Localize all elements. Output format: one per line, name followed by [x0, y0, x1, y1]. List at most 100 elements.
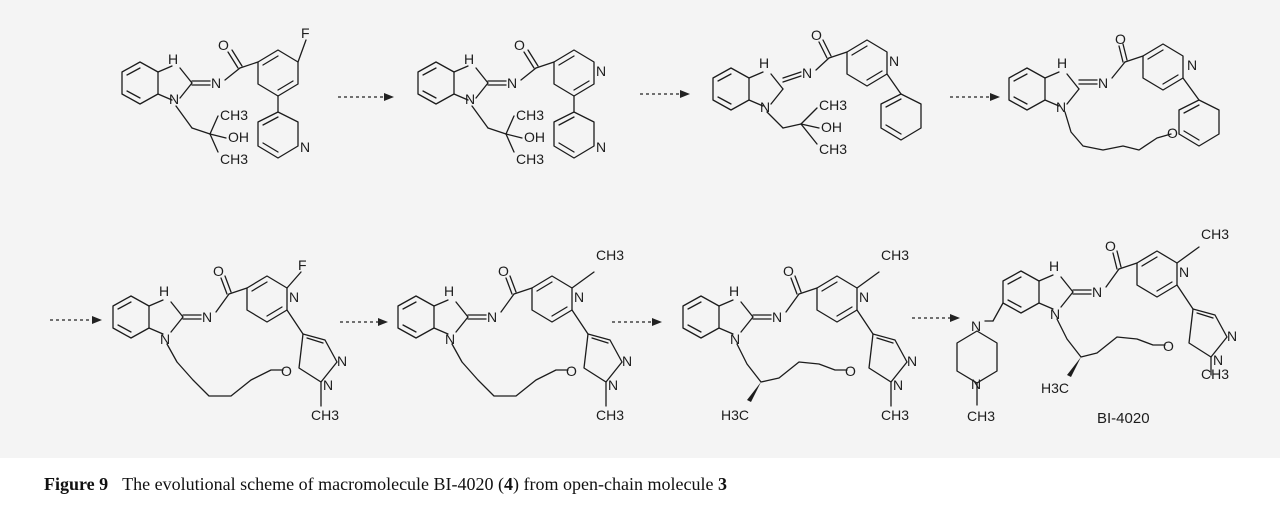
compound-4: H N N O N O — [1008, 31, 1220, 151]
atom-h: H — [464, 51, 474, 67]
atom-n: N — [1050, 306, 1060, 322]
atom-ch3-top: CH3 — [220, 107, 248, 123]
atom-n: N — [1056, 99, 1066, 115]
atom-o: O — [1115, 31, 1126, 47]
caption-compound-3: 3 — [717, 474, 727, 494]
atom-n: N — [760, 99, 770, 115]
atom-oh: OH — [821, 119, 842, 135]
atom-f: F — [298, 257, 307, 273]
atom-h: H — [1049, 258, 1059, 274]
arrow-2 — [640, 90, 690, 98]
atom-n-amide: N — [1098, 75, 1108, 91]
caption-compound-4: 4 — [504, 474, 514, 494]
figure-label: Figure 9 — [44, 474, 109, 494]
atom-n-ring: N — [289, 289, 299, 305]
atom-h: H — [759, 55, 769, 71]
atom-h: H — [1057, 55, 1067, 71]
scheme-background — [0, 0, 1280, 458]
compound-1: H N N O F CH3 OH CH3 N — [121, 25, 310, 167]
atom-ch3-pyridine: CH3 — [1201, 226, 1229, 242]
atom-n-amide: N — [202, 309, 212, 325]
figure-caption: Figure 9 The evolutional scheme of macrom… — [44, 474, 727, 495]
atom-o: O — [514, 37, 525, 53]
atom-n: N — [160, 331, 170, 347]
atom-h: H — [159, 283, 169, 299]
atom-ch3-n: CH3 — [1201, 366, 1229, 382]
atom-n-amide: N — [802, 65, 812, 81]
compound-2: H N N O N CH3 OH CH3 N — [417, 37, 606, 167]
atom-n-amide: N — [1092, 284, 1102, 300]
atom-o: O — [498, 263, 509, 279]
atom-oh: OH — [524, 129, 545, 145]
atom-o-ether: O — [845, 363, 856, 379]
atom-o: O — [218, 37, 229, 53]
atom-ch3-n: CH3 — [881, 407, 909, 423]
compound-5: H N N O F N O N N CH3 — [112, 257, 347, 423]
atom-f: F — [301, 25, 310, 41]
atom-h: H — [168, 51, 178, 67]
atom-n-piperazine-2: N — [971, 376, 981, 392]
compound-7: H N N O CH3 N O N N CH3 H3C — [682, 247, 917, 423]
atom-o: O — [783, 263, 794, 279]
atom-h: H — [729, 283, 739, 299]
atom-n-pyrazole-1: N — [337, 353, 347, 369]
compound-8-bi-4020: H N N O CH3 N O N N CH3 H3C N N CH3 BI-4… — [956, 226, 1237, 427]
atom-ch3-pyridine: CH3 — [881, 247, 909, 263]
atom-n-amide: N — [772, 309, 782, 325]
atom-n-pyrazole-2: N — [608, 377, 618, 393]
atom-n-piperazine-1: N — [971, 318, 981, 334]
atom-n-pyrazole-2: N — [893, 377, 903, 393]
atom-ch3-bottom: CH3 — [220, 151, 248, 167]
atom-n-ring: N — [859, 289, 869, 305]
atom-o-ether: O — [281, 363, 292, 379]
atom-ch3-bottom: CH3 — [819, 141, 847, 157]
compound-6: H N N O CH3 N O N N CH3 — [397, 247, 632, 423]
atom-ch3-bottom: CH3 — [516, 151, 544, 167]
atom-ch3-n: CH3 — [311, 407, 339, 423]
arrow-1 — [338, 93, 394, 101]
atom-n-amide: N — [487, 309, 497, 325]
atom-oh: OH — [228, 129, 249, 145]
arrow-4 — [50, 316, 102, 324]
atom-ch3-top: CH3 — [516, 107, 544, 123]
caption-text-1: The evolutional scheme of macromolecule … — [122, 474, 505, 494]
atom-n-pyrazole-2: N — [323, 377, 333, 393]
compound-3: H N N O N CH3 OH CH3 — [712, 27, 922, 157]
atom-o: O — [1105, 238, 1116, 254]
atom-n: N — [445, 331, 455, 347]
atom-n-ring: N — [1179, 264, 1189, 280]
atom-ch3-pyridine: CH3 — [596, 247, 624, 263]
atom-n-pyridine: N — [596, 139, 606, 155]
atom-o-ether: O — [1163, 338, 1174, 354]
atom-ch3-top: CH3 — [819, 97, 847, 113]
atom-n: N — [169, 91, 179, 107]
atom-o: O — [213, 263, 224, 279]
atom-h: H — [444, 283, 454, 299]
arrow-6 — [612, 318, 662, 326]
atom-ch3-n: CH3 — [596, 407, 624, 423]
atom-n: N — [730, 331, 740, 347]
atom-n: N — [465, 91, 475, 107]
arrow-3 — [950, 93, 1000, 101]
atom-n-pyrazole-1: N — [907, 353, 917, 369]
atom-n-ring: N — [596, 63, 606, 79]
atom-n-amide: N — [507, 75, 517, 91]
compound-label-bi-4020: BI-4020 — [1097, 410, 1150, 427]
atom-ch3-piperazine: CH3 — [967, 408, 995, 424]
atom-n-ring: N — [574, 289, 584, 305]
atom-o-ether: O — [566, 363, 577, 379]
atom-o-ether: O — [1167, 125, 1178, 141]
atom-n-ring: N — [1187, 57, 1197, 73]
atom-n-amide: N — [211, 75, 221, 91]
atom-n-pyrazole-1: N — [622, 353, 632, 369]
caption-text-2: ) from open-chain molecule — [513, 474, 718, 494]
atom-o: O — [811, 27, 822, 43]
atom-n-pyridine: N — [300, 139, 310, 155]
atom-n-pyrazole-2: N — [1213, 352, 1223, 368]
arrow-5 — [340, 318, 388, 326]
atom-h3c-chiral: H3C — [721, 407, 749, 423]
atom-n-ring: N — [889, 53, 899, 69]
arrow-7 — [912, 314, 960, 322]
atom-n-pyrazole-1: N — [1227, 328, 1237, 344]
